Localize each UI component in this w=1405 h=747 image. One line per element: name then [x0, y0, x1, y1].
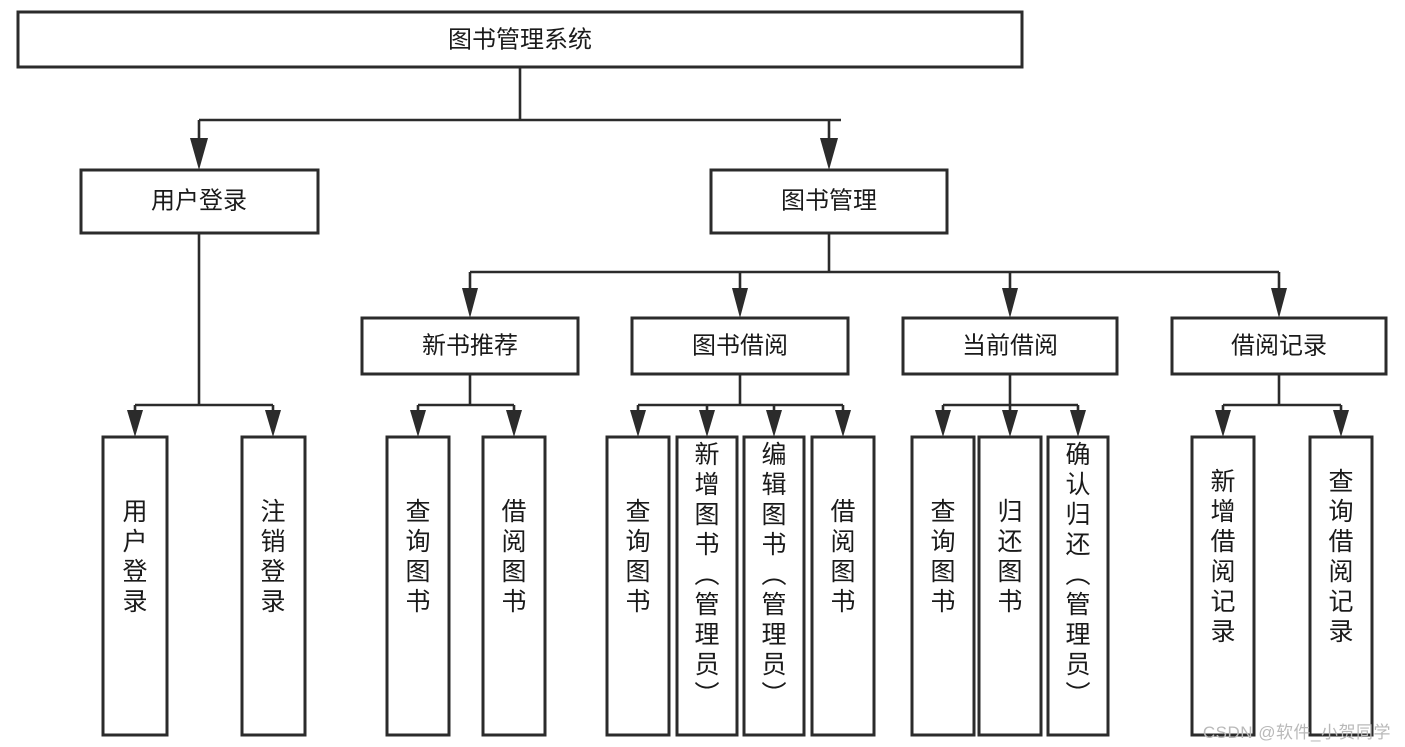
- node-leaf-query-book-1[interactable]: 查询图书: [385, 435, 451, 737]
- arrowhead-leaf-return-book: [1002, 410, 1018, 437]
- node-leaf-user-login-box[interactable]: [101, 435, 169, 737]
- node-new-book-recommend[interactable]: 新书推荐: [360, 316, 580, 376]
- node-current-borrow-label: 当前借阅: [962, 332, 1058, 359]
- node-leaf-borrow-book-1-label: 借阅图书: [501, 498, 526, 616]
- node-root-box[interactable]: [16, 10, 1024, 69]
- node-leaf-query-record-label: 查询借阅记录: [1328, 468, 1353, 646]
- node-leaf-query-record[interactable]: 查询借阅记录: [1308, 435, 1374, 737]
- node-leaf-user-login[interactable]: 用户登录: [101, 435, 169, 737]
- node-leaf-add-record[interactable]: 新增借阅记录: [1190, 435, 1256, 737]
- node-leaf-borrow-book-1[interactable]: 借阅图书: [481, 435, 547, 737]
- node-leaf-edit-book-label: 编辑图书︵管理员︶: [761, 441, 786, 709]
- arrowhead-leaf-confirm-return: [1070, 410, 1086, 437]
- node-leaf-return-book[interactable]: 归还图书: [977, 435, 1043, 737]
- node-leaf-user-login-label: 用户登录: [122, 498, 147, 616]
- arrowhead-leaf-borrow-book-2: [835, 410, 851, 437]
- node-user-login-label: 用户登录: [151, 187, 247, 214]
- node-leaf-query-book-2[interactable]: 查询图书: [605, 435, 671, 737]
- node-leaf-edit-book[interactable]: 编辑图书︵管理员︶: [742, 435, 806, 737]
- node-leaf-return-book-label: 归还图书: [997, 498, 1022, 616]
- node-leaf-add-book-box[interactable]: [675, 435, 739, 737]
- node-new-book-recommend-label: 新书推荐: [422, 332, 518, 359]
- arrowhead-new-book-recommend: [462, 288, 478, 318]
- node-leaf-query-book-3-box[interactable]: [910, 435, 976, 737]
- node-leaf-query-record-box[interactable]: [1308, 435, 1374, 737]
- arrowhead-book-borrow: [732, 288, 748, 318]
- node-leaf-logout-box[interactable]: [240, 435, 307, 737]
- node-leaf-query-book-1-box[interactable]: [385, 435, 451, 737]
- node-leaf-return-book-box[interactable]: [977, 435, 1043, 737]
- node-borrow-record-box[interactable]: [1170, 316, 1388, 376]
- node-leaf-query-book-2-label: 查询图书: [625, 498, 650, 616]
- node-leaf-logout[interactable]: 注销登录: [240, 435, 307, 737]
- arrowhead-leaf-query-record: [1333, 410, 1349, 437]
- node-leaf-add-record-box[interactable]: [1190, 435, 1256, 737]
- node-leaf-confirm-return[interactable]: 确认归还︵管理员︶: [1046, 435, 1110, 737]
- node-leaf-add-book-label: 新增图书︵管理员︶: [694, 441, 719, 709]
- node-current-borrow-box[interactable]: [901, 316, 1119, 376]
- arrowhead-leaf-add-record: [1215, 410, 1231, 437]
- node-borrow-record[interactable]: 借阅记录: [1170, 316, 1388, 376]
- node-book-borrow[interactable]: 图书借阅: [630, 316, 850, 376]
- node-root-label: 图书管理系统: [448, 26, 592, 53]
- connector-layer: [127, 67, 1349, 437]
- node-leaf-logout-label: 注销登录: [260, 498, 285, 616]
- node-user-login-box[interactable]: [79, 168, 320, 235]
- node-leaf-borrow-book-2-label: 借阅图书: [830, 498, 855, 616]
- node-leaf-query-book-3-label: 查询图书: [930, 498, 955, 616]
- node-leaf-query-book-2-box[interactable]: [605, 435, 671, 737]
- arrowhead-user-login: [190, 138, 208, 170]
- arrowhead-current-borrow: [1002, 288, 1018, 318]
- node-new-book-recommend-box[interactable]: [360, 316, 580, 376]
- arrowhead-leaf-query-book-1: [410, 410, 426, 437]
- node-root[interactable]: 图书管理系统: [16, 10, 1024, 69]
- node-user-login[interactable]: 用户登录: [79, 168, 320, 235]
- node-leaf-add-book[interactable]: 新增图书︵管理员︶: [675, 435, 739, 737]
- node-book-manage[interactable]: 图书管理: [709, 168, 949, 235]
- node-book-manage-box[interactable]: [709, 168, 949, 235]
- node-leaf-confirm-return-box[interactable]: [1046, 435, 1110, 737]
- node-current-borrow[interactable]: 当前借阅: [901, 316, 1119, 376]
- node-leaf-query-book-3[interactable]: 查询图书: [910, 435, 976, 737]
- node-leaf-borrow-book-2-box[interactable]: [810, 435, 876, 737]
- arrowhead-leaf-user-login: [127, 410, 143, 437]
- node-book-borrow-label: 图书借阅: [692, 332, 788, 359]
- arrowhead-leaf-logout: [265, 410, 281, 437]
- arrowhead-leaf-add-book: [699, 410, 715, 437]
- node-book-manage-label: 图书管理: [781, 187, 877, 214]
- node-borrow-record-label: 借阅记录: [1231, 332, 1327, 359]
- node-leaf-confirm-return-label: 确认归还︵管理员︶: [1065, 441, 1090, 709]
- arrowhead-leaf-query-book-2: [630, 410, 646, 437]
- node-book-borrow-box[interactable]: [630, 316, 850, 376]
- arrowhead-borrow-record: [1271, 288, 1287, 318]
- arrowhead-leaf-edit-book: [766, 410, 782, 437]
- arrowhead-leaf-borrow-book-1: [506, 410, 522, 437]
- node-leaf-query-book-1-label: 查询图书: [405, 498, 430, 616]
- node-leaf-borrow-book-1-box[interactable]: [481, 435, 547, 737]
- node-leaf-borrow-book-2[interactable]: 借阅图书: [810, 435, 876, 737]
- arrowhead-book-manage: [820, 138, 838, 170]
- node-leaf-add-record-label: 新增借阅记录: [1210, 468, 1235, 646]
- arrowhead-leaf-query-book-3: [935, 410, 951, 437]
- node-leaf-edit-book-box[interactable]: [742, 435, 806, 737]
